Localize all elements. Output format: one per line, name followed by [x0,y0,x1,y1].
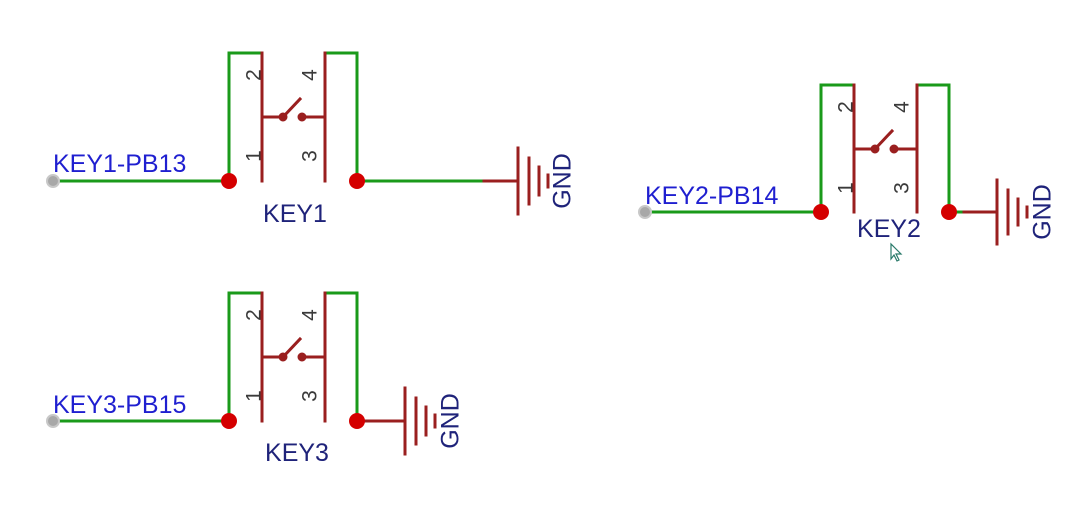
key2-junction-left [813,204,829,220]
key2-pin-2: 2 [835,101,858,113]
mouse-pointer-icon [890,242,903,262]
key3-gnd-label: GND [437,393,465,449]
key3-net-terminal [46,414,60,428]
key3-pin-1: 1 [243,390,266,402]
key2-pin2-wire [819,83,856,214]
key3-net-label: KEY3-PB15 [53,391,186,419]
key2-gnd-label: GND [1029,184,1057,240]
key1-pin-2: 2 [243,69,266,81]
key1-pin-3: 3 [299,150,322,162]
key3-pin4-wire [323,291,359,423]
key1-ground-symbol [482,146,550,216]
key1-gnd-label: GND [549,153,577,209]
key2-pin-3: 3 [891,182,914,194]
key1-contact-dot-right [297,112,307,122]
key3-contact-dot-right [297,352,307,362]
key1-net-terminal [46,174,60,188]
key3-junction-left [221,413,237,429]
key2-ground-symbol [962,178,1029,246]
switch-key1: 2 1 4 3 GND KEY1-PB13 KEY1 [46,51,577,228]
key1-ref-label: KEY1 [263,200,327,228]
key1-net-label: KEY1-PB13 [53,150,186,178]
key2-net-terminal [638,205,652,219]
key1-pin4-wire [323,51,359,183]
key2-contact-dot-right [889,144,899,154]
switch-key3: 2 1 4 3 GND KEY3-PB15 KEY3 [46,291,465,467]
key1-pin-1: 1 [243,150,266,162]
switch-key2: 2 1 4 3 GND KEY2-PB14 KEY2 [638,83,1057,246]
key2-net-label: KEY2-PB14 [645,182,779,210]
key3-junction-right [349,413,365,429]
key2-ref-label: KEY2 [857,215,921,243]
key3-pin-3: 3 [299,390,322,402]
key2-junction-right [941,204,957,220]
key1-junction-right [349,173,365,189]
key3-ref-label: KEY3 [265,439,329,467]
key2-pin-4: 4 [891,101,914,113]
key3-pin-2: 2 [243,309,266,321]
key2-pin4-wire [915,83,951,214]
key3-pin2-wire [227,291,264,423]
key2-contact-dot-left [870,144,880,154]
key1-junction-left [221,173,237,189]
key1-pin-4: 4 [299,69,322,81]
key3-pin-4: 4 [299,309,322,321]
key1-contact-dot-left [278,112,288,122]
key1-pin2-wire [227,51,264,183]
key3-ground-symbol [403,386,437,456]
key3-contact-dot-left [278,352,288,362]
key2-pin-1: 1 [835,182,858,194]
